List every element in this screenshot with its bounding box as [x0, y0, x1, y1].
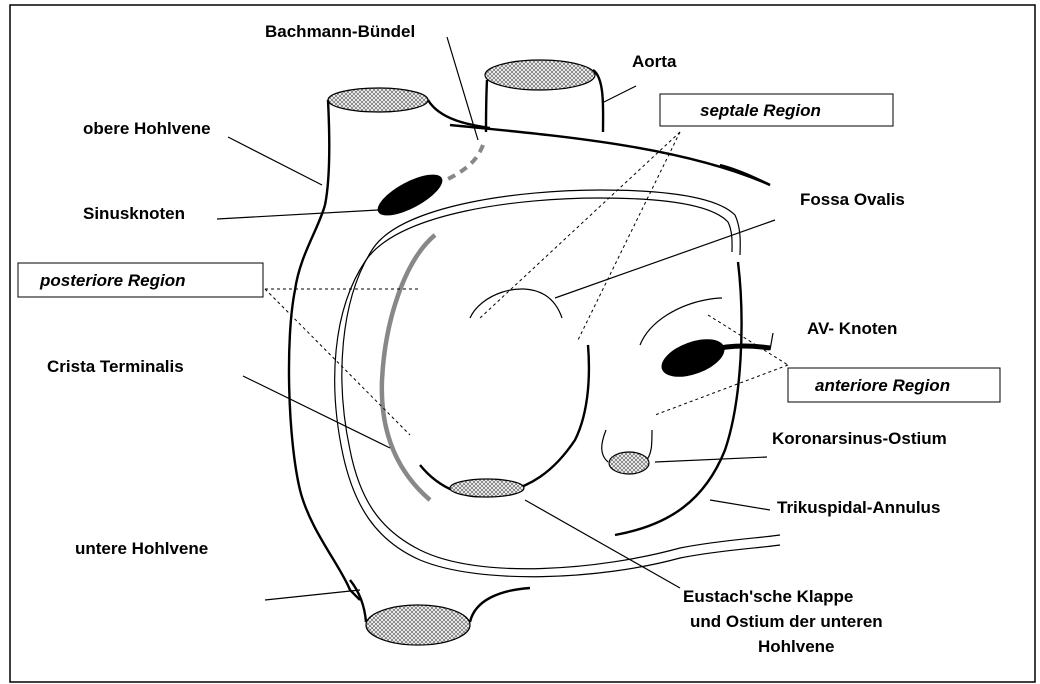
ivc-opening	[366, 605, 470, 645]
label-eustach-3: Hohlvene	[758, 637, 835, 656]
sinus-node	[372, 167, 448, 224]
crista-terminalis-band	[382, 235, 435, 500]
coronary-sinus-ostium	[609, 452, 649, 474]
label-aorta: Aorta	[632, 52, 677, 71]
label-fossa-ovalis: Fossa Ovalis	[800, 190, 905, 209]
aorta-opening	[485, 60, 595, 90]
label-sinusknoten: Sinusknoten	[83, 204, 185, 223]
label-bachmann: Bachmann-Bündel	[265, 22, 415, 41]
av-node	[657, 332, 770, 385]
label-septale-region: septale Region	[700, 101, 821, 120]
svc-opening	[328, 88, 428, 112]
label-av-knoten: AV- Knoten	[807, 319, 897, 338]
label-trikuspidal: Trikuspidal-Annulus	[777, 498, 940, 517]
label-anteriore-region: anteriore Region	[815, 376, 950, 395]
bachmann-bundle	[446, 145, 483, 180]
label-koronarsinus: Koronarsinus-Ostium	[772, 429, 947, 448]
atrial-outline	[289, 205, 360, 600]
aorta-vessel	[485, 60, 603, 132]
label-crista-terminalis: Crista Terminalis	[47, 357, 184, 376]
inferior-vena-cava	[350, 580, 530, 645]
label-obere-hohlvene: obere Hohlvene	[83, 119, 211, 138]
label-posteriore-region: posteriore Region	[39, 271, 185, 290]
eustachian-opening	[450, 479, 524, 497]
tricuspid-annulus	[615, 262, 742, 535]
label-eustach-1: Eustach'sche Klappe	[683, 587, 853, 606]
label-untere-hohlvene: untere Hohlvene	[75, 539, 208, 558]
fossa-ovalis-rim	[470, 289, 562, 318]
label-eustach-2: und Ostium der unteren	[690, 612, 883, 631]
